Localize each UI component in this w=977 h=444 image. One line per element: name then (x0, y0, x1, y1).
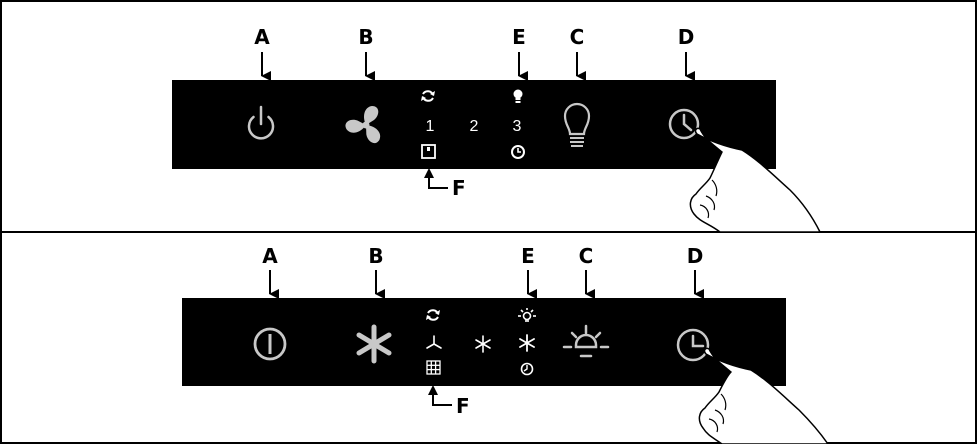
recirculation-icon (426, 309, 440, 321)
speed-2-label: 2 (470, 118, 479, 135)
bottom-control-panel (182, 298, 786, 386)
light-small-icon (518, 308, 536, 322)
top-section: A B E C D (172, 25, 821, 233)
timer-icon[interactable] (668, 108, 700, 140)
timer-small-icon (511, 145, 525, 159)
callout-f-line (428, 170, 448, 189)
power-icon[interactable] (247, 105, 275, 140)
speed-1-label: 1 (426, 118, 435, 135)
callout-f: F (452, 176, 466, 200)
timer-icon[interactable] (676, 328, 710, 362)
speed-3-label: 3 (513, 118, 522, 135)
fan-icon[interactable] (356, 324, 392, 364)
callout-b: B (368, 244, 383, 268)
timer-small-icon (520, 362, 534, 376)
hand-icon (689, 127, 821, 233)
power-icon[interactable] (253, 327, 287, 361)
grease-filter-icon (426, 360, 441, 375)
callout-f: F (456, 394, 470, 418)
callout-b: B (358, 25, 373, 49)
hand-icon (698, 347, 829, 444)
fan-icon[interactable] (343, 106, 383, 145)
callout-d: D (687, 244, 704, 268)
callout-e: E (512, 25, 526, 49)
callout-f-arrowhead (428, 385, 438, 395)
callout-e: E (521, 244, 535, 268)
callout-a: A (254, 25, 270, 49)
callout-d: D (678, 25, 695, 49)
bottom-section: A B E C D (182, 244, 829, 444)
callout-a: A (262, 244, 278, 268)
speed-1-icon (426, 335, 442, 349)
light-bulb-small-icon (513, 89, 523, 103)
speed-2-icon (475, 335, 491, 353)
speed-3-icon (519, 334, 535, 352)
light-bulb-icon[interactable] (563, 102, 591, 147)
callout-f-arrowhead (424, 168, 434, 178)
callout-c: C (579, 244, 594, 268)
recirculation-icon (421, 90, 435, 102)
filter-icon (421, 144, 436, 159)
light-icon[interactable] (562, 324, 610, 358)
callout-f-line (432, 387, 452, 406)
callout-c: C (570, 25, 585, 49)
